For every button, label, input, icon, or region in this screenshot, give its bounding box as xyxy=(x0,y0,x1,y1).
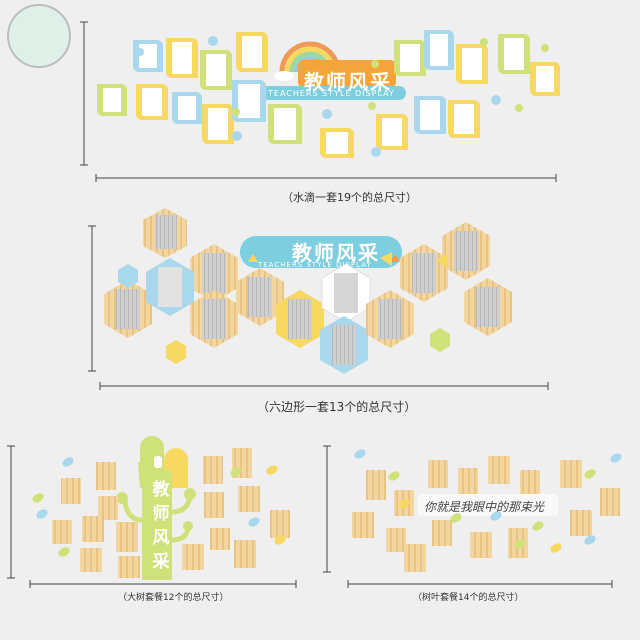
hexagon-caption: （六边形一套13个的总尺寸） xyxy=(257,400,417,414)
leaf-caption: （树叶套餐14个的总尺寸） xyxy=(413,593,524,603)
drop-frames xyxy=(97,30,560,158)
tree-frames xyxy=(52,448,290,578)
hexagon-title: 教师风采 xyxy=(292,241,380,265)
hexagon-set xyxy=(88,208,549,390)
corner-glass-circle xyxy=(7,4,71,68)
big-tree-set xyxy=(7,436,297,588)
water-drop-subtitle: TEACHERS STYLE DISPLAY xyxy=(268,89,395,98)
water-drop-set xyxy=(7,4,560,182)
tree-leaves xyxy=(32,457,286,557)
hexagon-frames xyxy=(104,208,512,374)
water-banner xyxy=(298,60,396,88)
leaf-title: 你就是我眼中的那束光 xyxy=(424,500,545,514)
big-tree-caption: （大树套餐12个的总尺寸） xyxy=(118,593,229,603)
leaf-set xyxy=(323,445,622,588)
water-drop-caption: （水滴一套19个的总尺寸） xyxy=(282,191,417,204)
hexagon-banner xyxy=(240,236,402,268)
hexagon-subtitle: TEACHERS STYLE DISPLAY xyxy=(258,261,372,269)
decor-dots xyxy=(136,36,549,157)
water-drop-title: 教师风采 xyxy=(304,70,392,94)
big-tree-title: 教师风采 xyxy=(152,480,170,572)
leaf-shapes xyxy=(354,449,622,553)
leaf-banner xyxy=(418,494,558,516)
tree-trunk xyxy=(142,470,172,580)
